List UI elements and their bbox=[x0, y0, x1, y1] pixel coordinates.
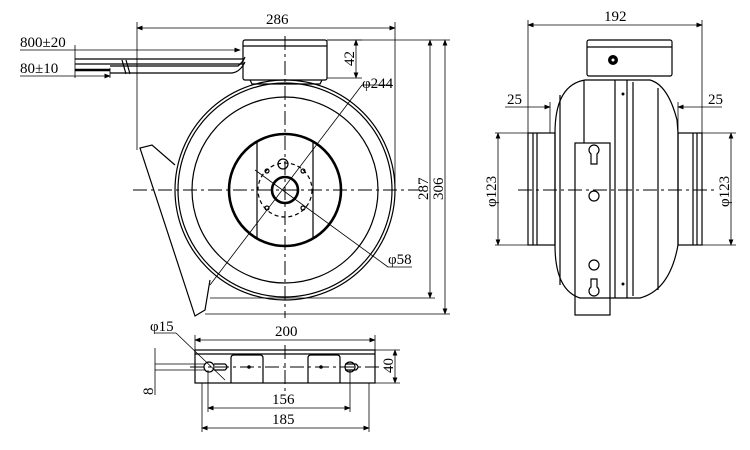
side-width-dim: 192 bbox=[604, 9, 627, 25]
left-spigot bbox=[527, 132, 556, 246]
mounting-bracket-side bbox=[139, 144, 211, 317]
left-spigot-dim: 25 bbox=[507, 92, 522, 108]
outer-spacing-dim: 185 bbox=[272, 412, 295, 428]
box-height-dim: 42 bbox=[342, 51, 358, 66]
slot-width-dim: 8 bbox=[141, 388, 157, 396]
total-height-dim: 306 bbox=[431, 177, 447, 200]
right-spigot-dim: 25 bbox=[708, 92, 723, 108]
fan-body bbox=[554, 79, 679, 299]
cable-leads bbox=[75, 56, 246, 75]
bracket-view: 200 40 8 φ15 156 185 bbox=[141, 319, 400, 432]
inner-spacing-dim: 156 bbox=[272, 392, 295, 408]
cable-length-dim: 800±20 bbox=[20, 35, 66, 51]
side-view: 192 25 25 φ123 φ123 bbox=[484, 9, 736, 316]
left-duct-dim: φ123 bbox=[484, 176, 500, 207]
outer-diameter-dim: φ244 bbox=[362, 76, 394, 92]
hub-diameter-dim: φ58 bbox=[388, 252, 412, 268]
bracket-height-dim: 40 bbox=[381, 358, 397, 373]
front-width-dim: 286 bbox=[266, 12, 289, 28]
right-duct-dim: φ123 bbox=[717, 176, 733, 207]
right-spigot bbox=[677, 132, 703, 246]
side-junction-box bbox=[586, 39, 673, 77]
bracket-length-dim: 200 bbox=[275, 324, 298, 340]
hole-diameter-dim: φ15 bbox=[150, 319, 174, 335]
strip-length-dim: 80±10 bbox=[20, 61, 58, 77]
front-view: 286 800±20 80±10 42 φ244 φ58 287 306 bbox=[20, 12, 450, 318]
side-mounting-bracket bbox=[574, 142, 611, 316]
body-height-dim: 287 bbox=[416, 177, 432, 200]
